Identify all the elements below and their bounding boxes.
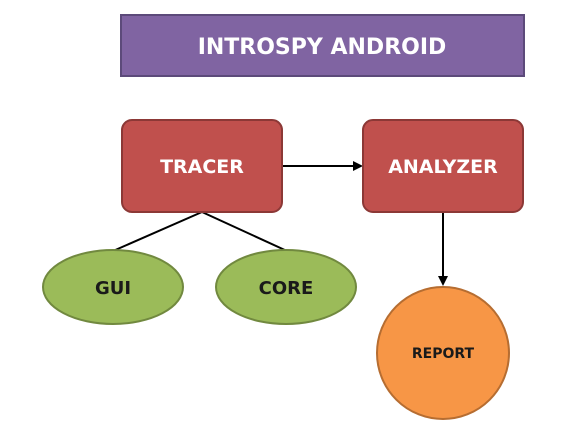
- report-circle: [376, 286, 510, 420]
- tracer-label: TRACER: [160, 156, 244, 178]
- gui-node: GUI: [42, 249, 184, 325]
- title-text: INTROSPY ANDROID: [198, 35, 447, 60]
- title-banner: INTROSPY ANDROID: [120, 14, 525, 77]
- gui-label: GUI: [95, 278, 131, 299]
- edge-tracer-to-gui: [112, 211, 203, 252]
- core-node: CORE: [215, 249, 357, 325]
- analyzer-box: [362, 119, 524, 213]
- gui-ellipse: [42, 249, 184, 325]
- tracer-box: [121, 119, 283, 213]
- tracer-node: TRACER: [121, 119, 283, 213]
- report-node: REPORT: [376, 286, 510, 420]
- edge-tracer-to-core: [201, 211, 288, 252]
- report-label: REPORT: [412, 346, 475, 362]
- core-ellipse: [215, 249, 357, 325]
- analyzer-label: ANALYZER: [388, 156, 498, 178]
- core-label: CORE: [259, 278, 314, 299]
- title-box: [120, 14, 525, 77]
- analyzer-node: ANALYZER: [362, 119, 524, 213]
